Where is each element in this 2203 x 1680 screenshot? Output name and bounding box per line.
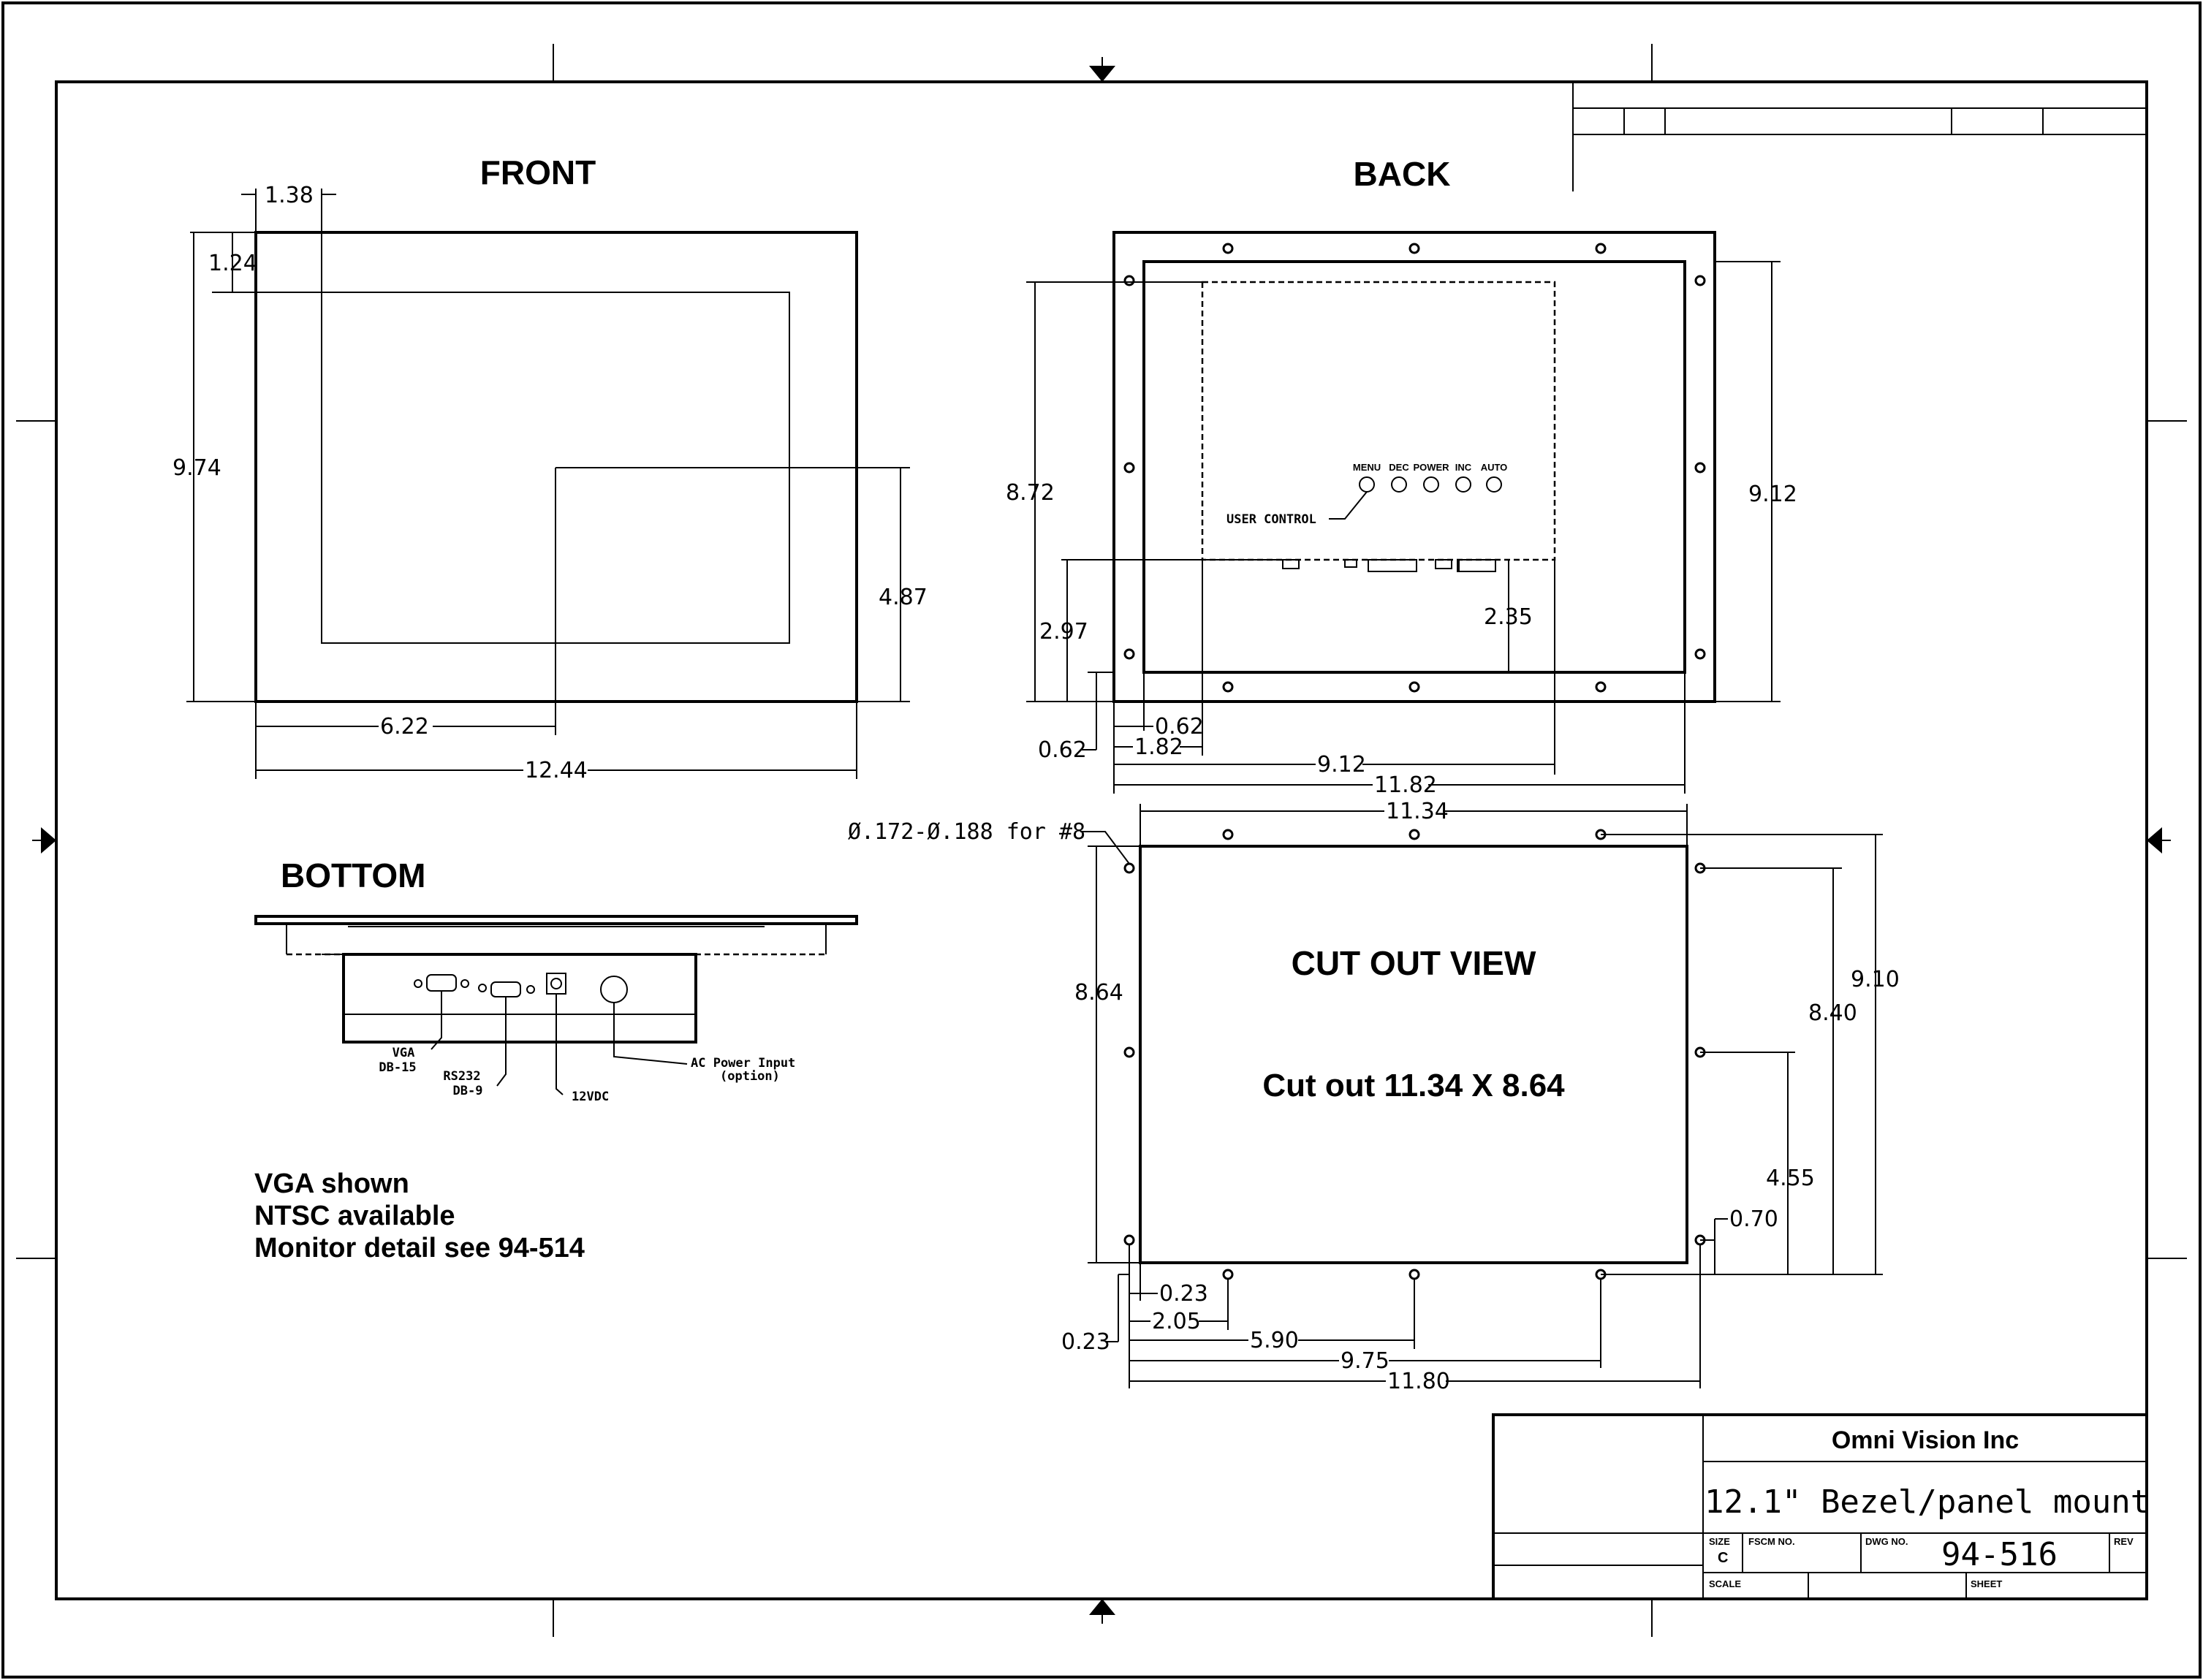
back-dim-11-82: 11.82 (1374, 772, 1437, 798)
cutout-rect (1139, 845, 1688, 1264)
dwg-number: 94-516 (1941, 1536, 2058, 1573)
back-dim-8-72: 8.72 (1006, 480, 1055, 506)
front-dim-4-87: 4.87 (879, 585, 928, 610)
front-dim-1-38: 1.38 (265, 183, 314, 208)
front-dim-6-22: 6.22 (380, 714, 429, 740)
dc-jack (546, 973, 566, 995)
back-dim-0-62-left: 0.62 (1155, 714, 1204, 740)
control-menu: MENU (1353, 462, 1381, 473)
cutout-dim-5-90: 5.90 (1250, 1328, 1299, 1353)
back-dim-9-12-right: 9.12 (1748, 482, 1797, 507)
bottom-view: BOTTOM VGA DB-15 RS232 DB-9 12VDC AC Pow… (254, 856, 858, 1104)
label-db9: DB-9 (453, 1084, 483, 1098)
label-vga: VGA (393, 1046, 415, 1060)
rev-label: REV (2114, 1536, 2134, 1547)
company-name: Omni Vision Inc (1832, 1426, 2019, 1454)
note-ntsc: NTSC available (254, 1201, 455, 1231)
notes: VGA shown NTSC available Monitor detail … (254, 1168, 585, 1263)
size-value: C (1718, 1550, 1728, 1566)
user-control-buttons: MENU DEC POWER INC AUTO (1353, 462, 1508, 493)
control-inc: INC (1455, 462, 1472, 473)
cutout-dim-4-55: 4.55 (1766, 1166, 1815, 1191)
back-bezel (1112, 231, 1716, 703)
fscm-label: FSCM NO. (1748, 1536, 1795, 1547)
back-monitor-outline (1201, 281, 1556, 561)
front-dim-9-74: 9.74 (172, 455, 221, 481)
front-dim-1-24: 1.24 (208, 251, 257, 276)
control-dec: DEC (1389, 462, 1409, 473)
control-auto: AUTO (1481, 462, 1508, 473)
revision-block (1572, 81, 2147, 191)
cutout-dim-9-75: 9.75 (1341, 1348, 1389, 1374)
zone-marks (16, 44, 2187, 1637)
vga-connector (426, 974, 457, 992)
label-db15: DB-15 (379, 1060, 416, 1075)
size-label: SIZE (1709, 1536, 1730, 1547)
cutout-dim-9-10: 9.10 (1851, 967, 1900, 992)
cutout-dim-11-34: 11.34 (1386, 799, 1449, 824)
note-monitor-detail: Monitor detail see 94-514 (254, 1233, 585, 1263)
bottom-monitor-body (342, 953, 697, 1044)
back-title: BACK (1354, 155, 1451, 193)
back-view: BACK MENU DEC POWER INC AUTO USER CONTRO… (1006, 155, 1797, 798)
cutout-dim-8-64: 8.64 (1074, 980, 1123, 1006)
label-12vdc: 12VDC (572, 1090, 609, 1104)
cutout-dim-11-80: 11.80 (1387, 1369, 1450, 1394)
dwg-label: DWG NO. (1865, 1536, 1908, 1547)
note-vga: VGA shown (254, 1168, 409, 1199)
bottom-bezel-edge (254, 915, 858, 925)
cutout-dim-0-23: 0.23 (1159, 1281, 1208, 1307)
title-block: Omni Vision Inc 12.1" Bezel/panel mount … (1492, 1413, 2150, 1600)
back-frame (1142, 260, 1686, 674)
control-power: POWER (1413, 462, 1449, 473)
cutout-dim-0-23-vertical: 0.23 (1061, 1329, 1110, 1355)
bottom-title: BOTTOM (281, 856, 425, 894)
label-ac-power: AC Power Input (691, 1056, 795, 1071)
cutout-dim-0-70: 0.70 (1729, 1206, 1778, 1232)
back-dim-9-12: 9.12 (1317, 752, 1366, 778)
scale-label: SCALE (1709, 1578, 1741, 1589)
cutout-title: CUT OUT VIEW (1292, 944, 1536, 982)
back-dim-2-35: 2.35 (1484, 604, 1533, 630)
sheet-label: SHEET (1971, 1578, 2002, 1589)
front-dim-12-44: 12.44 (525, 758, 588, 783)
back-dim-0-62-bottom: 0.62 (1038, 737, 1087, 763)
label-rs232: RS232 (443, 1069, 480, 1084)
user-control-label: USER CONTROL (1226, 512, 1316, 527)
cutout-dim-8-40: 8.40 (1808, 1000, 1857, 1026)
cutout-dim-2-05: 2.05 (1152, 1309, 1201, 1334)
drawing-title: 12.1" Bezel/panel mount (1705, 1483, 2150, 1521)
ac-power-input (600, 976, 628, 1003)
back-dim-2-97: 2.97 (1039, 619, 1088, 645)
cutout-subtitle: Cut out 11.34 X 8.64 (1262, 1068, 1565, 1103)
hole-note: Ø.172-Ø.188 for #8 (848, 819, 1085, 845)
back-dim-1-82: 1.82 (1134, 734, 1183, 760)
front-title: FRONT (480, 153, 596, 191)
cutout-view: CUT OUT VIEW Cut out 11.34 X 8.64 Ø.172-… (848, 799, 1900, 1394)
front-view: FRONT 1.38 1.24 9.74 4.87 6.22 12.44 (172, 153, 928, 783)
label-ac-option: (option) (720, 1069, 780, 1084)
inner-border (55, 80, 2148, 1600)
rs232-connector (490, 981, 521, 997)
